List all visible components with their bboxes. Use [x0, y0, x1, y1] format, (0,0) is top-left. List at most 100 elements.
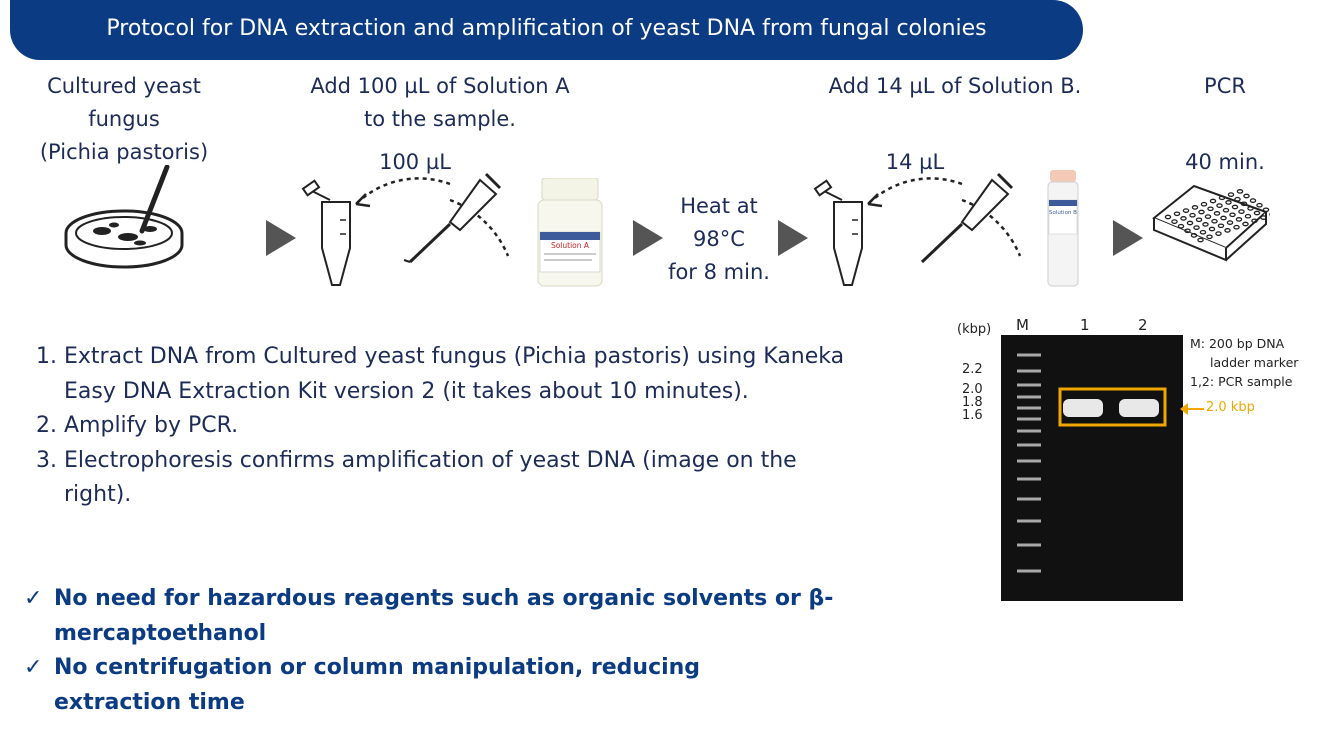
- solution-a-bottle-text: Solution A: [551, 241, 590, 250]
- procedure-step-3: 3. Electrophoresis confirms amplificatio…: [36, 444, 866, 513]
- step-1-label-text: Cultured yeast fungus (Pichia pastoris): [39, 74, 209, 164]
- pcr-well: [1197, 237, 1204, 243]
- pcr-well: [1253, 210, 1261, 216]
- pcr-well: [1186, 220, 1194, 226]
- pcr-well: [1200, 201, 1208, 207]
- pcr-well: [1224, 228, 1231, 233]
- pcr-well: [1207, 206, 1214, 212]
- gel-marker-2-2: 2.2: [962, 362, 983, 377]
- pcr-well: [1231, 204, 1239, 210]
- pcr-well: [1225, 200, 1232, 205]
- procedure-step-1: 1. Extract DNA from Cultured yeast fungu…: [36, 340, 866, 409]
- gel-image: [1001, 335, 1183, 601]
- band-arrow-head: [1180, 403, 1188, 415]
- volume-14ul: 14 µL: [885, 150, 945, 174]
- pcr-well: [1198, 209, 1205, 215]
- pcr-well: [1236, 189, 1244, 194]
- benefit-1: ✓ No need for hazardous reagents such as…: [24, 582, 854, 651]
- pcr-time: 40 min.: [1185, 150, 1265, 174]
- gel-unit-label: (kbp): [957, 322, 992, 337]
- pcr-well: [1189, 212, 1196, 218]
- pcr-well: [1229, 212, 1236, 218]
- pcr-well: [1240, 201, 1248, 207]
- pcr-well: [1218, 195, 1226, 201]
- procedure-step-2-num: 2.: [36, 413, 57, 438]
- pcr-well: [1184, 228, 1191, 234]
- pcr-well: [1249, 198, 1257, 203]
- petri-dish-icon: [64, 165, 184, 269]
- step-2-label: Add 100 µL of Solution A to the sample.: [280, 70, 600, 136]
- gel-legend-line-1: M: 200 bp DNA: [1190, 336, 1285, 351]
- gel-legend-line-3: 1,2: PCR sample: [1190, 374, 1293, 389]
- benefit-2: ✓ No centrifugation or column manipulati…: [24, 651, 854, 720]
- band-size-label: 2.0 kbp: [1206, 400, 1255, 415]
- gel-lane-1: 1: [1080, 316, 1090, 334]
- pcr-well: [1242, 221, 1249, 227]
- benefit-2-text: No centrifugation or column manipulation…: [54, 655, 701, 715]
- procedure-step-1-num: 1.: [36, 344, 57, 369]
- pcr-well: [1260, 215, 1267, 220]
- pcr-well: [1191, 205, 1199, 210]
- check-icon: ✓: [24, 586, 43, 611]
- step-4-label-text: Add 14 µL of Solution B.: [828, 74, 1082, 98]
- pcr-well: [1177, 223, 1185, 229]
- pcr-well: [1209, 198, 1217, 204]
- pcr-well: [1216, 203, 1223, 208]
- pcr-well: [1211, 218, 1218, 224]
- step-2-label-text: Add 100 µL of Solution A to the sample.: [310, 74, 570, 131]
- pcr-well: [1238, 209, 1245, 214]
- pcr-plate-icon: [1152, 184, 1270, 262]
- gel-marker-2-0: 2.0: [962, 382, 983, 397]
- benefits-list: ✓ No need for hazardous reagents such as…: [24, 582, 854, 720]
- pcr-well: [1173, 211, 1181, 217]
- band-arrow-line: [1182, 408, 1204, 410]
- pcr-well: [1164, 214, 1172, 220]
- arrow-chevron-3: [778, 220, 808, 256]
- solution-b-tube-icon: Solution B: [1047, 170, 1079, 287]
- pcr-well: [1251, 218, 1258, 224]
- gel-bands: [1017, 353, 1167, 573]
- pcr-well: [1190, 233, 1198, 238]
- pcr-well: [1262, 207, 1270, 213]
- procedure-step-1-text: Extract DNA from Cultured yeast fungus (…: [64, 344, 845, 404]
- pcr-well: [1222, 207, 1230, 213]
- pcr-well: [1213, 211, 1221, 216]
- pcr-well: [1199, 229, 1207, 235]
- procedure-step-3-text: Electrophoresis confirms amplification o…: [64, 447, 797, 508]
- pcr-well: [1204, 214, 1212, 219]
- pcr-well: [1171, 219, 1178, 224]
- gel-lane-m: M: [1016, 316, 1029, 334]
- pcr-well: [1256, 202, 1263, 208]
- benefit-1-text: No need for hazardous reagents such as o…: [54, 586, 834, 646]
- protocol-title-banner: Protocol for DNA extraction and amplific…: [10, 0, 1083, 60]
- pcr-well: [1193, 225, 1200, 230]
- step-3-label-text: Heat at 98°C for 8 min.: [668, 194, 770, 284]
- arrow-chevron-1: [266, 220, 296, 256]
- gel-legend: M: 200 bp DNA ladder marker 1,2: PCR sam…: [1190, 334, 1298, 391]
- solution-b-tube-text: Solution B: [1049, 210, 1077, 216]
- pcr-well: [1206, 234, 1213, 240]
- gel-legend-line-2: ladder marker: [1210, 355, 1299, 370]
- pcr-well: [1226, 220, 1234, 225]
- pcr-well: [1220, 215, 1227, 221]
- step-3-label: Heat at 98°C for 8 min.: [644, 190, 794, 289]
- procedure-list: 1. Extract DNA from Cultured yeast fungu…: [36, 340, 866, 513]
- pcr-well: [1217, 223, 1225, 229]
- gel-marker-1-6: 1.6: [962, 408, 983, 423]
- pcr-well: [1202, 222, 1209, 227]
- step-5-label: PCR: [1160, 70, 1290, 103]
- tube-and-pipette-icon-2: [813, 172, 1022, 286]
- arrow-chevron-4: [1113, 220, 1143, 256]
- pcr-well: [1234, 196, 1241, 202]
- step-5-label-text: PCR: [1204, 74, 1246, 98]
- pcr-well: [1215, 231, 1222, 236]
- pcr-well: [1195, 217, 1203, 223]
- tube-and-pipette-icon-1: [301, 172, 510, 286]
- pcr-well: [1182, 208, 1190, 213]
- procedure-step-2: 2. Amplify by PCR.: [36, 409, 866, 444]
- band-highlight-box: [1058, 387, 1167, 427]
- pcr-well: [1243, 193, 1250, 199]
- procedure-step-3-num: 3.: [36, 447, 57, 473]
- pcr-well: [1208, 226, 1216, 232]
- pcr-well: [1244, 213, 1252, 219]
